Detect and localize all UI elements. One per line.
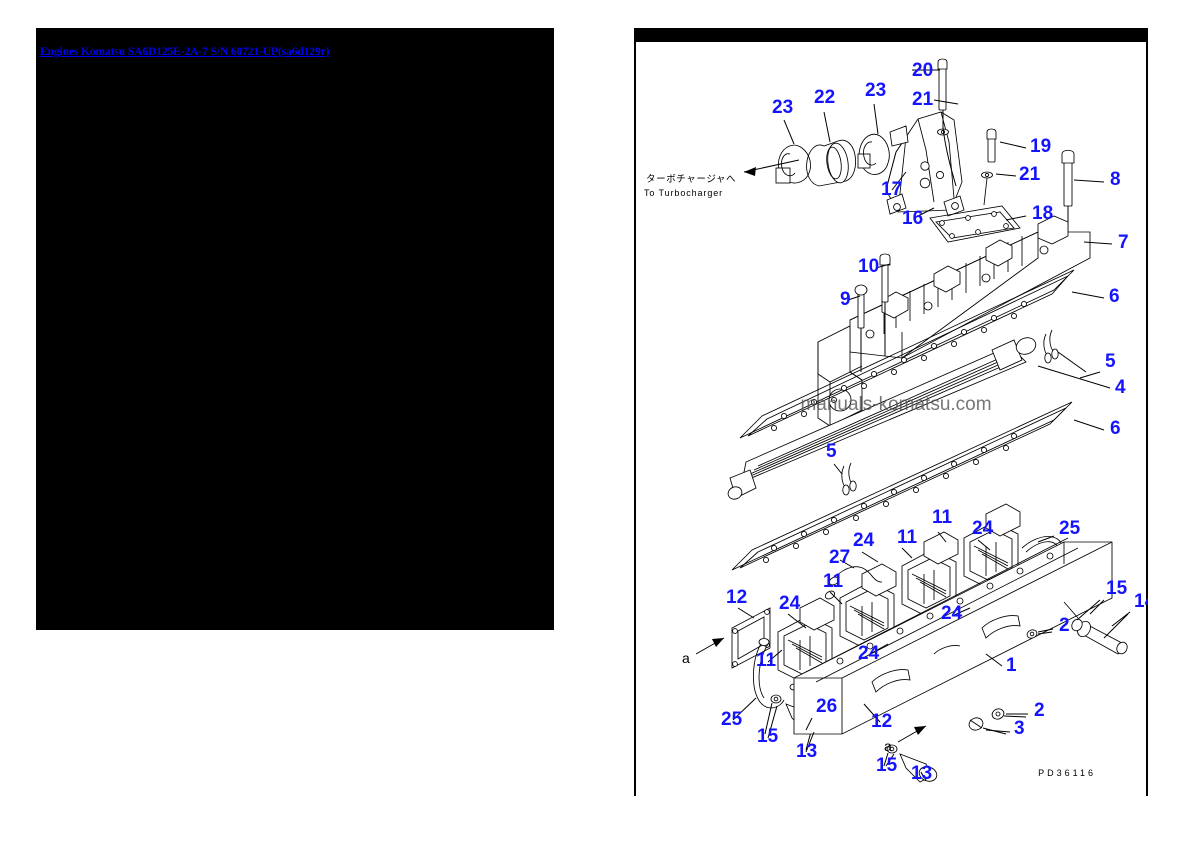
callout-4[interactable]: 4 (1115, 377, 1126, 398)
annotation-japanese: ターボチャージャへ (646, 174, 736, 185)
callout-2[interactable]: 2 (1034, 700, 1045, 721)
panel-right-border (1146, 42, 1148, 796)
callout-5[interactable]: 5 (1105, 351, 1116, 372)
callout-1[interactable]: 1 (1006, 655, 1017, 676)
callout-18[interactable]: 18 (1032, 203, 1053, 224)
callout-16[interactable]: 16 (902, 208, 923, 229)
panel-left-border (634, 42, 636, 796)
callout-26[interactable]: 26 (816, 696, 837, 717)
turbocharger-connection-group (743, 58, 1075, 264)
callout-19[interactable]: 19 (1030, 136, 1051, 157)
callout-7[interactable]: 7 (1118, 232, 1129, 253)
heater-element-3 (839, 563, 897, 649)
callout-leaders (732, 69, 1131, 781)
callout-15[interactable]: 15 (757, 726, 779, 747)
callout-24[interactable]: 24 (858, 643, 880, 664)
callout-11[interactable]: 11 (823, 571, 844, 592)
header-band (634, 28, 1148, 42)
gasket-6-lower (731, 401, 1073, 571)
callout-11[interactable]: 11 (932, 507, 953, 528)
exhaust-manifold-upper (817, 215, 1091, 427)
annotation-english: To Turbocharger (644, 188, 723, 198)
callout-17[interactable]: 17 (881, 179, 902, 200)
callout-24[interactable]: 24 (941, 603, 963, 624)
callout-23[interactable]: 23 (772, 97, 793, 118)
callout-14[interactable]: 14 (1134, 591, 1148, 612)
gasket-18 (929, 205, 1021, 243)
callout-23[interactable]: 23 (865, 80, 886, 101)
callout-24[interactable]: 24 (779, 593, 801, 614)
heater-element-2 (901, 531, 959, 617)
callout-2[interactable]: 2 (1059, 615, 1070, 636)
callout-13[interactable]: 13 (796, 741, 817, 762)
section-marker-right: a (884, 738, 892, 754)
gasket-6-upper (739, 269, 1075, 439)
callout-22[interactable]: 22 (814, 87, 835, 108)
callout-20[interactable]: 20 (912, 60, 933, 81)
callout-10[interactable]: 10 (858, 256, 879, 277)
callout-27[interactable]: 27 (829, 547, 850, 568)
callout-5[interactable]: 5 (826, 441, 837, 462)
callout-21[interactable]: 21 (1019, 164, 1041, 185)
section-arrows: a a (682, 637, 927, 754)
page-title-link[interactable]: Engines Komatsu SA6D125E-2A-7 S/N 60721-… (40, 46, 330, 58)
callout-21[interactable]: 21 (912, 89, 934, 110)
callout-25[interactable]: 25 (721, 709, 743, 730)
callout-6[interactable]: 6 (1110, 418, 1121, 439)
watermark: manuals-komatsu.com (800, 394, 991, 415)
callout-15[interactable]: 15 (876, 755, 898, 776)
callout-15[interactable]: 15 (1106, 578, 1128, 599)
section-marker-left: a (682, 650, 690, 666)
callout-12[interactable]: 12 (871, 711, 892, 732)
exploded-parts-drawing: a a (644, 58, 1148, 784)
callout-6[interactable]: 6 (1109, 286, 1120, 307)
callout-3[interactable]: 3 (1014, 718, 1025, 739)
callout-12[interactable]: 12 (726, 587, 747, 608)
callout-25[interactable]: 25 (1059, 518, 1081, 539)
callout-11[interactable]: 11 (897, 527, 918, 548)
callout-8[interactable]: 8 (1110, 169, 1121, 190)
callout-24[interactable]: 24 (972, 518, 994, 539)
thumbnail-panel: Engines Komatsu SA6D125E-2A-7 S/N 60721-… (36, 28, 554, 630)
callout-24[interactable]: 24 (853, 530, 875, 551)
callout-13[interactable]: 13 (911, 763, 932, 784)
aftercooler-core-4 (727, 329, 1087, 500)
intake-heater-group (731, 503, 1129, 783)
callout-9[interactable]: 9 (840, 289, 851, 310)
drawing-code: PD36116 (1038, 768, 1096, 778)
parts-diagram-panel: a a (634, 28, 1148, 796)
callout-11[interactable]: 11 (756, 650, 777, 671)
